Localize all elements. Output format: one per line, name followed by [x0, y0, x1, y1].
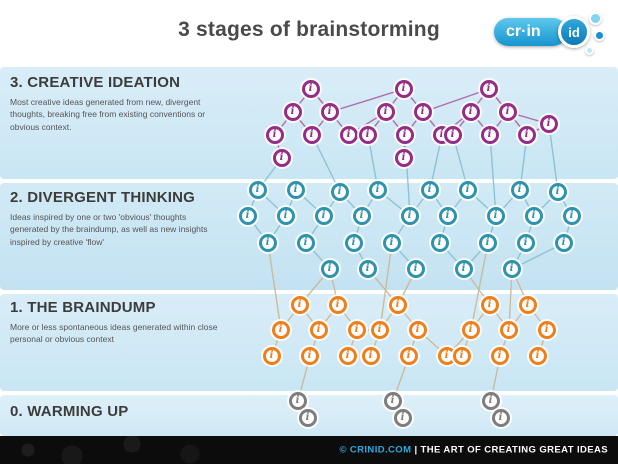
idea-node-divergent-thinking: i: [516, 233, 535, 252]
idea-node-divergent-thinking: i: [344, 233, 363, 252]
idea-node-divergent-thinking: i: [502, 259, 521, 278]
idea-node-creative-ideation: i: [265, 125, 284, 144]
idea-node-divergent-thinking: i: [248, 180, 267, 199]
idea-node-divergent-thinking: i: [420, 180, 439, 199]
idea-node-creative-ideation: i: [539, 114, 558, 133]
idea-node-divergent-thinking: i: [368, 180, 387, 199]
idea-node-creative-ideation: i: [376, 102, 395, 121]
stage-description-creative-ideation: Most creative ideas generated from new, …: [10, 97, 206, 132]
logo-dot-icon: [594, 30, 605, 41]
idea-node-divergent-thinking: i: [382, 233, 401, 252]
idea-node-creative-ideation: i: [498, 102, 517, 121]
idea-node-the-braindump: i: [328, 295, 347, 314]
idea-node-divergent-thinking: i: [458, 180, 477, 199]
idea-node-creative-ideation: i: [443, 125, 462, 144]
idea-node-divergent-thinking: i: [524, 206, 543, 225]
idea-node-creative-ideation: i: [302, 125, 321, 144]
idea-node-warming-up: i: [481, 391, 500, 410]
idea-node-divergent-thinking: i: [554, 233, 573, 252]
idea-node-divergent-thinking: i: [510, 180, 529, 199]
logo-text-cr: cr: [506, 23, 522, 40]
logo-id-circle: id: [558, 16, 590, 48]
footer-tagline: | THE ART OF CREATING GREAT IDEAS: [411, 444, 608, 456]
page-title: 3 stages of brainstorming: [178, 18, 440, 41]
idea-node-the-braindump: i: [518, 295, 537, 314]
idea-node-divergent-thinking: i: [400, 206, 419, 225]
idea-node-the-braindump: i: [338, 346, 357, 365]
idea-node-divergent-thinking: i: [548, 182, 567, 201]
idea-node-creative-ideation: i: [461, 102, 480, 121]
idea-node-the-braindump: i: [399, 346, 418, 365]
idea-node-divergent-thinking: i: [276, 206, 295, 225]
idea-node-the-braindump: i: [528, 346, 547, 365]
logo-dot-icon: [585, 46, 594, 55]
idea-node-creative-ideation: i: [301, 79, 320, 98]
idea-node-the-braindump: i: [537, 320, 556, 339]
idea-node-creative-ideation: i: [480, 125, 499, 144]
idea-node-the-braindump: i: [290, 295, 309, 314]
idea-node-divergent-thinking: i: [258, 233, 277, 252]
idea-node-the-braindump: i: [347, 320, 366, 339]
idea-node-the-braindump: i: [408, 320, 427, 339]
idea-node-creative-ideation: i: [394, 79, 413, 98]
stage-description-divergent-thinking: Ideas inspired by one or two 'obvious' t…: [10, 212, 208, 247]
stage-label-creative-ideation: 3. CREATIVE IDEATION: [10, 74, 181, 91]
footer-brand: © CRINID.COM: [339, 444, 412, 456]
stage-description-the-braindump: More or less spontaneous ideas generated…: [10, 322, 218, 345]
stage-label-warming-up: 0. WARMING UP: [10, 403, 129, 420]
idea-node-divergent-thinking: i: [286, 180, 305, 199]
idea-node-divergent-thinking: i: [314, 206, 333, 225]
idea-node-warming-up: i: [288, 391, 307, 410]
idea-node-creative-ideation: i: [339, 125, 358, 144]
idea-node-creative-ideation: i: [395, 125, 414, 144]
idea-node-warming-up: i: [383, 391, 402, 410]
stage-label-the-braindump: 1. THE BRAINDUMP: [10, 299, 156, 316]
idea-node-divergent-thinking: i: [486, 206, 505, 225]
idea-node-the-braindump: i: [388, 295, 407, 314]
idea-node-divergent-thinking: i: [358, 259, 377, 278]
crinid-logo: cr·in id: [494, 10, 605, 56]
footer-text: © CRINID.COM | THE ART OF CREATING GREAT…: [339, 445, 608, 456]
idea-node-divergent-thinking: i: [296, 233, 315, 252]
idea-node-the-braindump: i: [309, 320, 328, 339]
logo-text-in: in: [526, 23, 541, 40]
idea-node-warming-up: i: [491, 408, 510, 427]
idea-node-the-braindump: i: [300, 346, 319, 365]
logo-text-id: id: [568, 24, 580, 40]
idea-node-the-braindump: i: [262, 346, 281, 365]
logo-pill: cr·in: [494, 18, 567, 46]
idea-node-divergent-thinking: i: [438, 206, 457, 225]
idea-node-divergent-thinking: i: [330, 182, 349, 201]
idea-node-the-braindump: i: [461, 320, 480, 339]
idea-node-the-braindump: i: [490, 346, 509, 365]
idea-node-warming-up: i: [298, 408, 317, 427]
idea-node-creative-ideation: i: [517, 125, 536, 144]
idea-node-creative-ideation: i: [358, 125, 377, 144]
idea-node-the-braindump: i: [499, 320, 518, 339]
logo-separator: ·: [521, 23, 527, 40]
idea-node-creative-ideation: i: [283, 102, 302, 121]
idea-node-creative-ideation: i: [479, 79, 498, 98]
idea-node-warming-up: i: [393, 408, 412, 427]
idea-node-the-braindump: i: [370, 320, 389, 339]
idea-node-divergent-thinking: i: [320, 259, 339, 278]
idea-node-divergent-thinking: i: [562, 206, 581, 225]
idea-node-the-braindump: i: [361, 346, 380, 365]
idea-node-creative-ideation: i: [272, 148, 291, 167]
idea-node-divergent-thinking: i: [454, 259, 473, 278]
idea-node-divergent-thinking: i: [406, 259, 425, 278]
logo-dot-icon: [589, 12, 602, 25]
idea-node-divergent-thinking: i: [430, 233, 449, 252]
footer-bar: © CRINID.COM | THE ART OF CREATING GREAT…: [0, 436, 618, 464]
idea-node-creative-ideation: i: [394, 148, 413, 167]
idea-node-the-braindump: i: [452, 346, 471, 365]
idea-node-divergent-thinking: i: [352, 206, 371, 225]
idea-node-creative-ideation: i: [320, 102, 339, 121]
stage-label-divergent-thinking: 2. DIVERGENT THINKING: [10, 189, 196, 206]
idea-node-divergent-thinking: i: [238, 206, 257, 225]
idea-node-creative-ideation: i: [413, 102, 432, 121]
idea-node-the-braindump: i: [271, 320, 290, 339]
idea-node-divergent-thinking: i: [478, 233, 497, 252]
idea-node-the-braindump: i: [480, 295, 499, 314]
